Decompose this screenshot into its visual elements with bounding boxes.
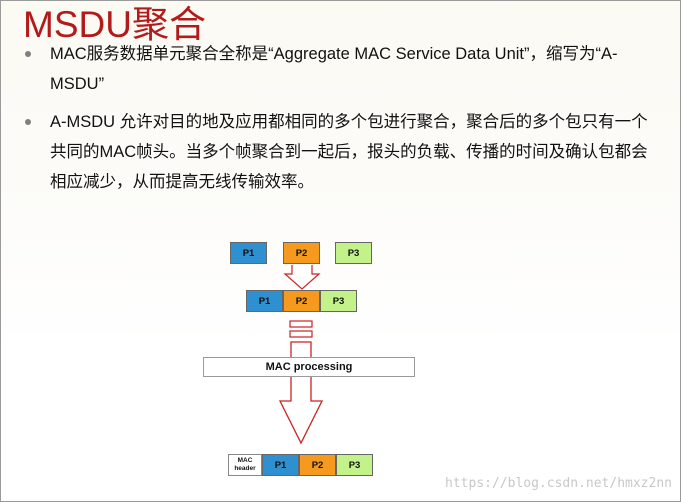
aggregated-p1: P1 xyxy=(246,290,283,312)
aggregated-p3: P3 xyxy=(320,290,357,312)
bullet-text: MAC服务数据单元聚合全称是“Aggregate MAC Service Dat… xyxy=(50,45,618,93)
bullet-item: MAC服务数据单元聚合全称是“Aggregate MAC Service Dat… xyxy=(25,39,657,99)
mac-processing-box: MAC processing xyxy=(203,357,415,377)
final-p2: P2 xyxy=(299,454,336,476)
bullet-dot-icon xyxy=(25,119,31,125)
packet-p1: P1 xyxy=(230,242,267,264)
bullet-item: A-MSDU 允许对目的地及应用都相同的多个包进行聚合，聚合后的多个包只有一个共… xyxy=(25,107,657,197)
final-p1: P1 xyxy=(262,454,299,476)
slide-title: MSDU聚合 xyxy=(23,4,206,45)
mac-header-label: MAC header xyxy=(234,457,256,472)
processing-arrow-icon xyxy=(279,320,324,445)
merge-arrow-icon xyxy=(283,265,321,290)
aggregated-p2: P2 xyxy=(283,290,320,312)
packet-p2: P2 xyxy=(283,242,320,264)
final-p3: P3 xyxy=(336,454,373,476)
bullet-dot-icon xyxy=(25,51,31,57)
bullet-text: A-MSDU 允许对目的地及应用都相同的多个包进行聚合，聚合后的多个包只有一个共… xyxy=(50,113,648,191)
watermark: https://blog.csdn.net/hmxz2nn xyxy=(445,476,672,491)
packet-p3: P3 xyxy=(335,242,372,264)
mac-header-box: MAC header xyxy=(228,454,262,476)
